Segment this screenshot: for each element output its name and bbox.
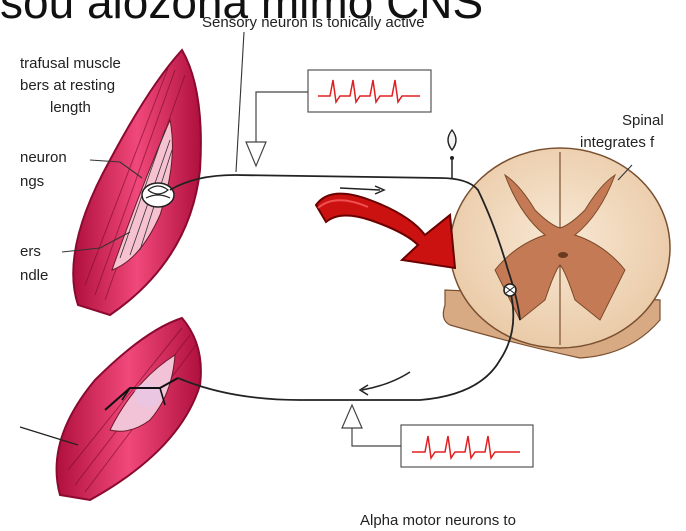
neuron-label-line2: ngs [20,173,44,190]
intrafusal-label-line1: trafusal muscle [20,55,121,72]
spinal-cord [443,148,670,358]
top-label: Sensory neuron is tonically active [202,14,425,31]
curved-red-arrow-icon [316,194,455,268]
bottom-label: Alpha motor neurons to [360,512,516,529]
intrafusal-label-line2: bers at resting [20,77,115,94]
ganglion-cell-icon [448,130,456,178]
spinal-label-line1: Spinal [622,112,664,129]
lower-muscle [20,318,201,500]
ap-trace-upper-icon [246,70,431,166]
motor-flow-arrow [362,372,410,390]
ap-trace-lower-icon [342,405,533,467]
spindle-label-line1: ers [20,243,41,260]
spinal-label-line2: integrates f [580,134,654,151]
spindle-label-line2: ndle [20,267,48,284]
neuron-label-line1: neuron [20,149,67,166]
motor-neuron-cell-icon [504,284,516,296]
sensory-flow-arrow [340,188,380,190]
intrafusal-label-line3: length [50,99,91,116]
